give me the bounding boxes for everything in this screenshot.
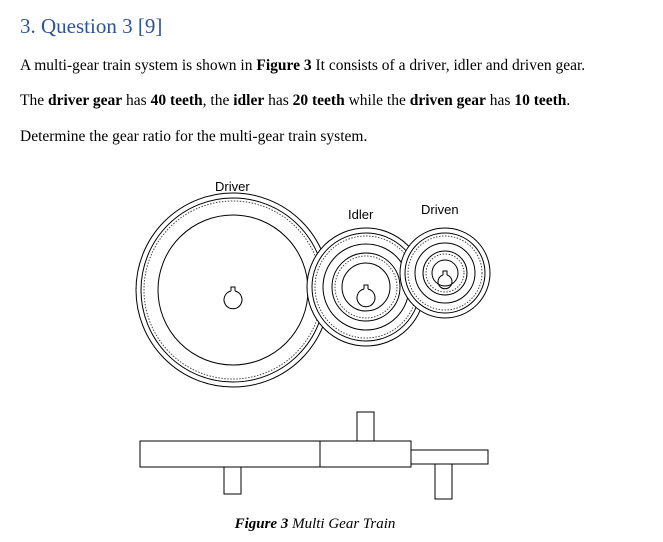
driver-shaft-keyway [223, 286, 243, 310]
teeth-text-1: The [20, 92, 48, 109]
gear-train-side-view [139, 411, 489, 500]
driver-gear-term: driver gear [47, 92, 123, 109]
driven-gear [399, 227, 491, 319]
caption-number: Figure 3 [234, 516, 289, 532]
intro-paragraph: A multi-gear train system is shown in Fi… [20, 57, 585, 75]
driven-gear-term: driven gear [409, 92, 486, 109]
intro-text-2: It consists of a driver, idler and drive… [311, 57, 586, 74]
figure-reference: Figure 3 [256, 57, 312, 74]
driven-shaft-keyway [437, 270, 453, 290]
driver-teeth-value: 40 teeth [150, 92, 203, 109]
driver-shaft-side [223, 466, 242, 495]
idler-label: Idler [348, 207, 374, 222]
idler-shaft-keyway [356, 284, 376, 308]
idler-side-view [319, 440, 412, 468]
teeth-text-4: has [264, 92, 293, 109]
idler-shaft-side [356, 411, 375, 442]
question-title: Question 3 [9] [41, 14, 163, 38]
driver-gear [135, 192, 331, 388]
driver-label: Driver [215, 179, 250, 194]
teeth-text-6: has [485, 92, 515, 109]
teeth-paragraph: The driver gear has 40 teeth, the idler … [20, 92, 570, 110]
driven-teeth-value: 10 teeth [514, 92, 567, 109]
driven-shaft-side [434, 463, 453, 500]
teeth-text-2: has [122, 92, 151, 109]
figure-caption: Figure 3 Multi Gear Train [0, 516, 630, 533]
driver-side-view [139, 440, 321, 468]
teeth-text-5: while the [344, 92, 410, 109]
driven-side-view [410, 449, 489, 465]
caption-title: Multi Gear Train [288, 516, 396, 532]
question-heading: 3. Question 3 [9] [20, 14, 162, 39]
task-paragraph: Determine the gear ratio for the multi-g… [20, 128, 368, 145]
idler-term: idler [233, 92, 265, 109]
teeth-text-3: , the [202, 92, 234, 109]
teeth-text-7: . [566, 92, 571, 109]
driven-label: Driven [421, 202, 459, 217]
idler-teeth-value: 20 teeth [292, 92, 345, 109]
intro-text-1: A multi-gear train system is shown in [20, 57, 257, 74]
question-number: 3. [20, 14, 36, 38]
